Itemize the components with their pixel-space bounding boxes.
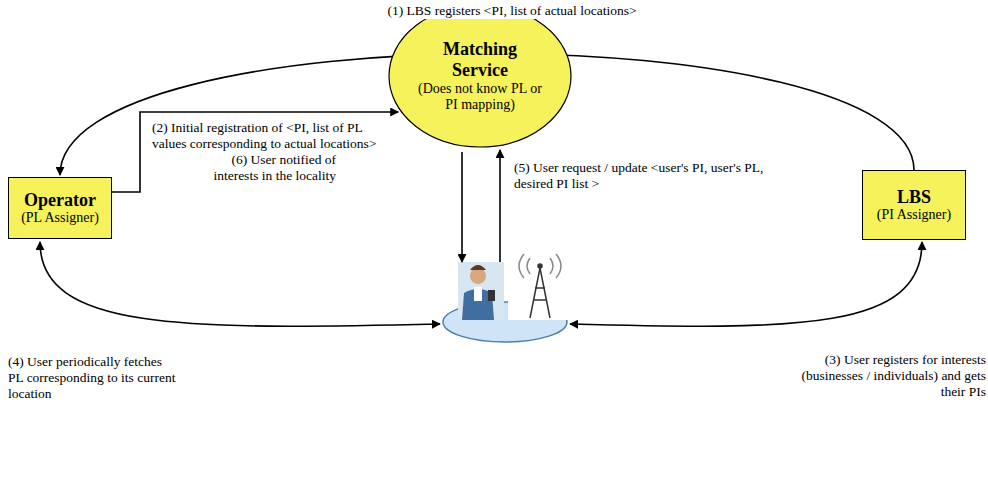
node-subtitle: (PI Assigner) bbox=[877, 207, 951, 223]
step-label: (4) User periodically fetches PL corresp… bbox=[6, 354, 182, 403]
node-title: Operator bbox=[24, 190, 96, 211]
register-arrow bbox=[570, 242, 922, 326]
step-label: (6) User notified of interests in the lo… bbox=[196, 152, 338, 184]
node-subtitle: (PL Assigner) bbox=[21, 210, 99, 226]
lbs-box: LBS(PI Assigner) bbox=[862, 170, 966, 240]
fetch-arrow bbox=[40, 242, 440, 326]
notify-arrow bbox=[461, 152, 463, 262]
edge-label: (2) Initial registration of <PI, list of… bbox=[150, 120, 384, 152]
radio-tower bbox=[508, 254, 572, 320]
step-label: (3) User registers for interests (busine… bbox=[786, 352, 988, 401]
operator-box: Operator(PL Assigner) bbox=[8, 177, 112, 239]
edge-label: (1) LBS registers <PI, list of actual lo… bbox=[300, 3, 724, 19]
node-title: LBS bbox=[897, 187, 931, 208]
user-figure bbox=[458, 262, 504, 320]
node-title: Matching Service bbox=[414, 39, 546, 80]
service-ellipse: Matching Service(Does not know PL or PI … bbox=[388, 4, 572, 148]
request-arrow bbox=[499, 150, 501, 262]
node-subtitle: (Does not know PL or PI mapping) bbox=[414, 81, 546, 113]
flow-arrow bbox=[112, 112, 398, 192]
step-label: (5) User request / update <user's PI, us… bbox=[512, 160, 766, 192]
